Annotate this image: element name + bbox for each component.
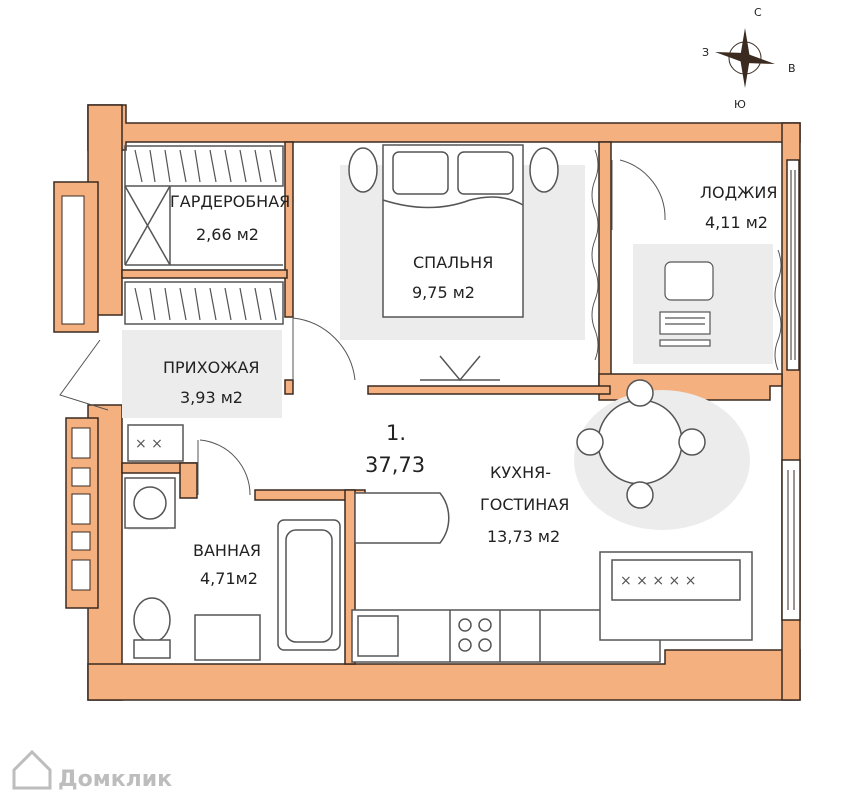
curtains bbox=[591, 149, 782, 371]
walls bbox=[53, 104, 801, 701]
bedroom-name: СПАЛЬНЯ bbox=[413, 253, 493, 272]
compass-west: З bbox=[702, 46, 709, 59]
loggia-name: ЛОДЖИЯ bbox=[700, 183, 777, 202]
left-window-cells bbox=[61, 195, 91, 591]
apartment-number: 1. bbox=[386, 421, 406, 445]
bathroom-area: 4,71м2 bbox=[200, 569, 258, 588]
compass-east: В bbox=[788, 62, 796, 75]
kitchen-fixtures bbox=[351, 379, 753, 663]
house-icon bbox=[12, 749, 52, 790]
window-lines bbox=[787, 170, 796, 610]
sofa-pattern: × × × × × bbox=[620, 573, 696, 589]
kitchen-name-line1: КУХНЯ- bbox=[490, 463, 551, 482]
svg-text:× ×: × × bbox=[135, 436, 163, 452]
hallway-area: 3,93 м2 bbox=[180, 388, 243, 407]
tv-stand bbox=[420, 355, 500, 382]
compass-south: Ю bbox=[734, 98, 746, 111]
apartment-total-area: 37,73 bbox=[365, 453, 425, 477]
bed bbox=[348, 144, 559, 318]
bathroom-fixtures bbox=[124, 477, 341, 661]
loggia-desk bbox=[659, 261, 714, 347]
kitchen-area: 13,73 м2 bbox=[487, 527, 560, 546]
kitchen-name-line2: ГОСТИНАЯ bbox=[480, 495, 569, 514]
bedroom-area: 9,75 м2 bbox=[412, 283, 475, 302]
loggia-area: 4,11 м2 bbox=[705, 213, 768, 232]
compass-north: С bbox=[754, 6, 762, 19]
hallway-name: ПРИХОЖАЯ bbox=[163, 358, 260, 377]
wardrobe-name: ГАРДЕРОБНАЯ bbox=[170, 192, 290, 211]
watermark-text: Домклик bbox=[58, 767, 172, 792]
doors bbox=[59, 159, 666, 496]
wardrobe-shelves bbox=[124, 145, 284, 325]
compass-icon bbox=[715, 28, 775, 88]
svg-text:× × × × ×: × × × × × bbox=[620, 573, 696, 589]
hallway-shelf: × × bbox=[127, 424, 184, 462]
wardrobe-area: 2,66 м2 bbox=[196, 225, 259, 244]
hangers bbox=[134, 149, 277, 321]
bathroom-name: ВАННАЯ bbox=[193, 541, 261, 560]
